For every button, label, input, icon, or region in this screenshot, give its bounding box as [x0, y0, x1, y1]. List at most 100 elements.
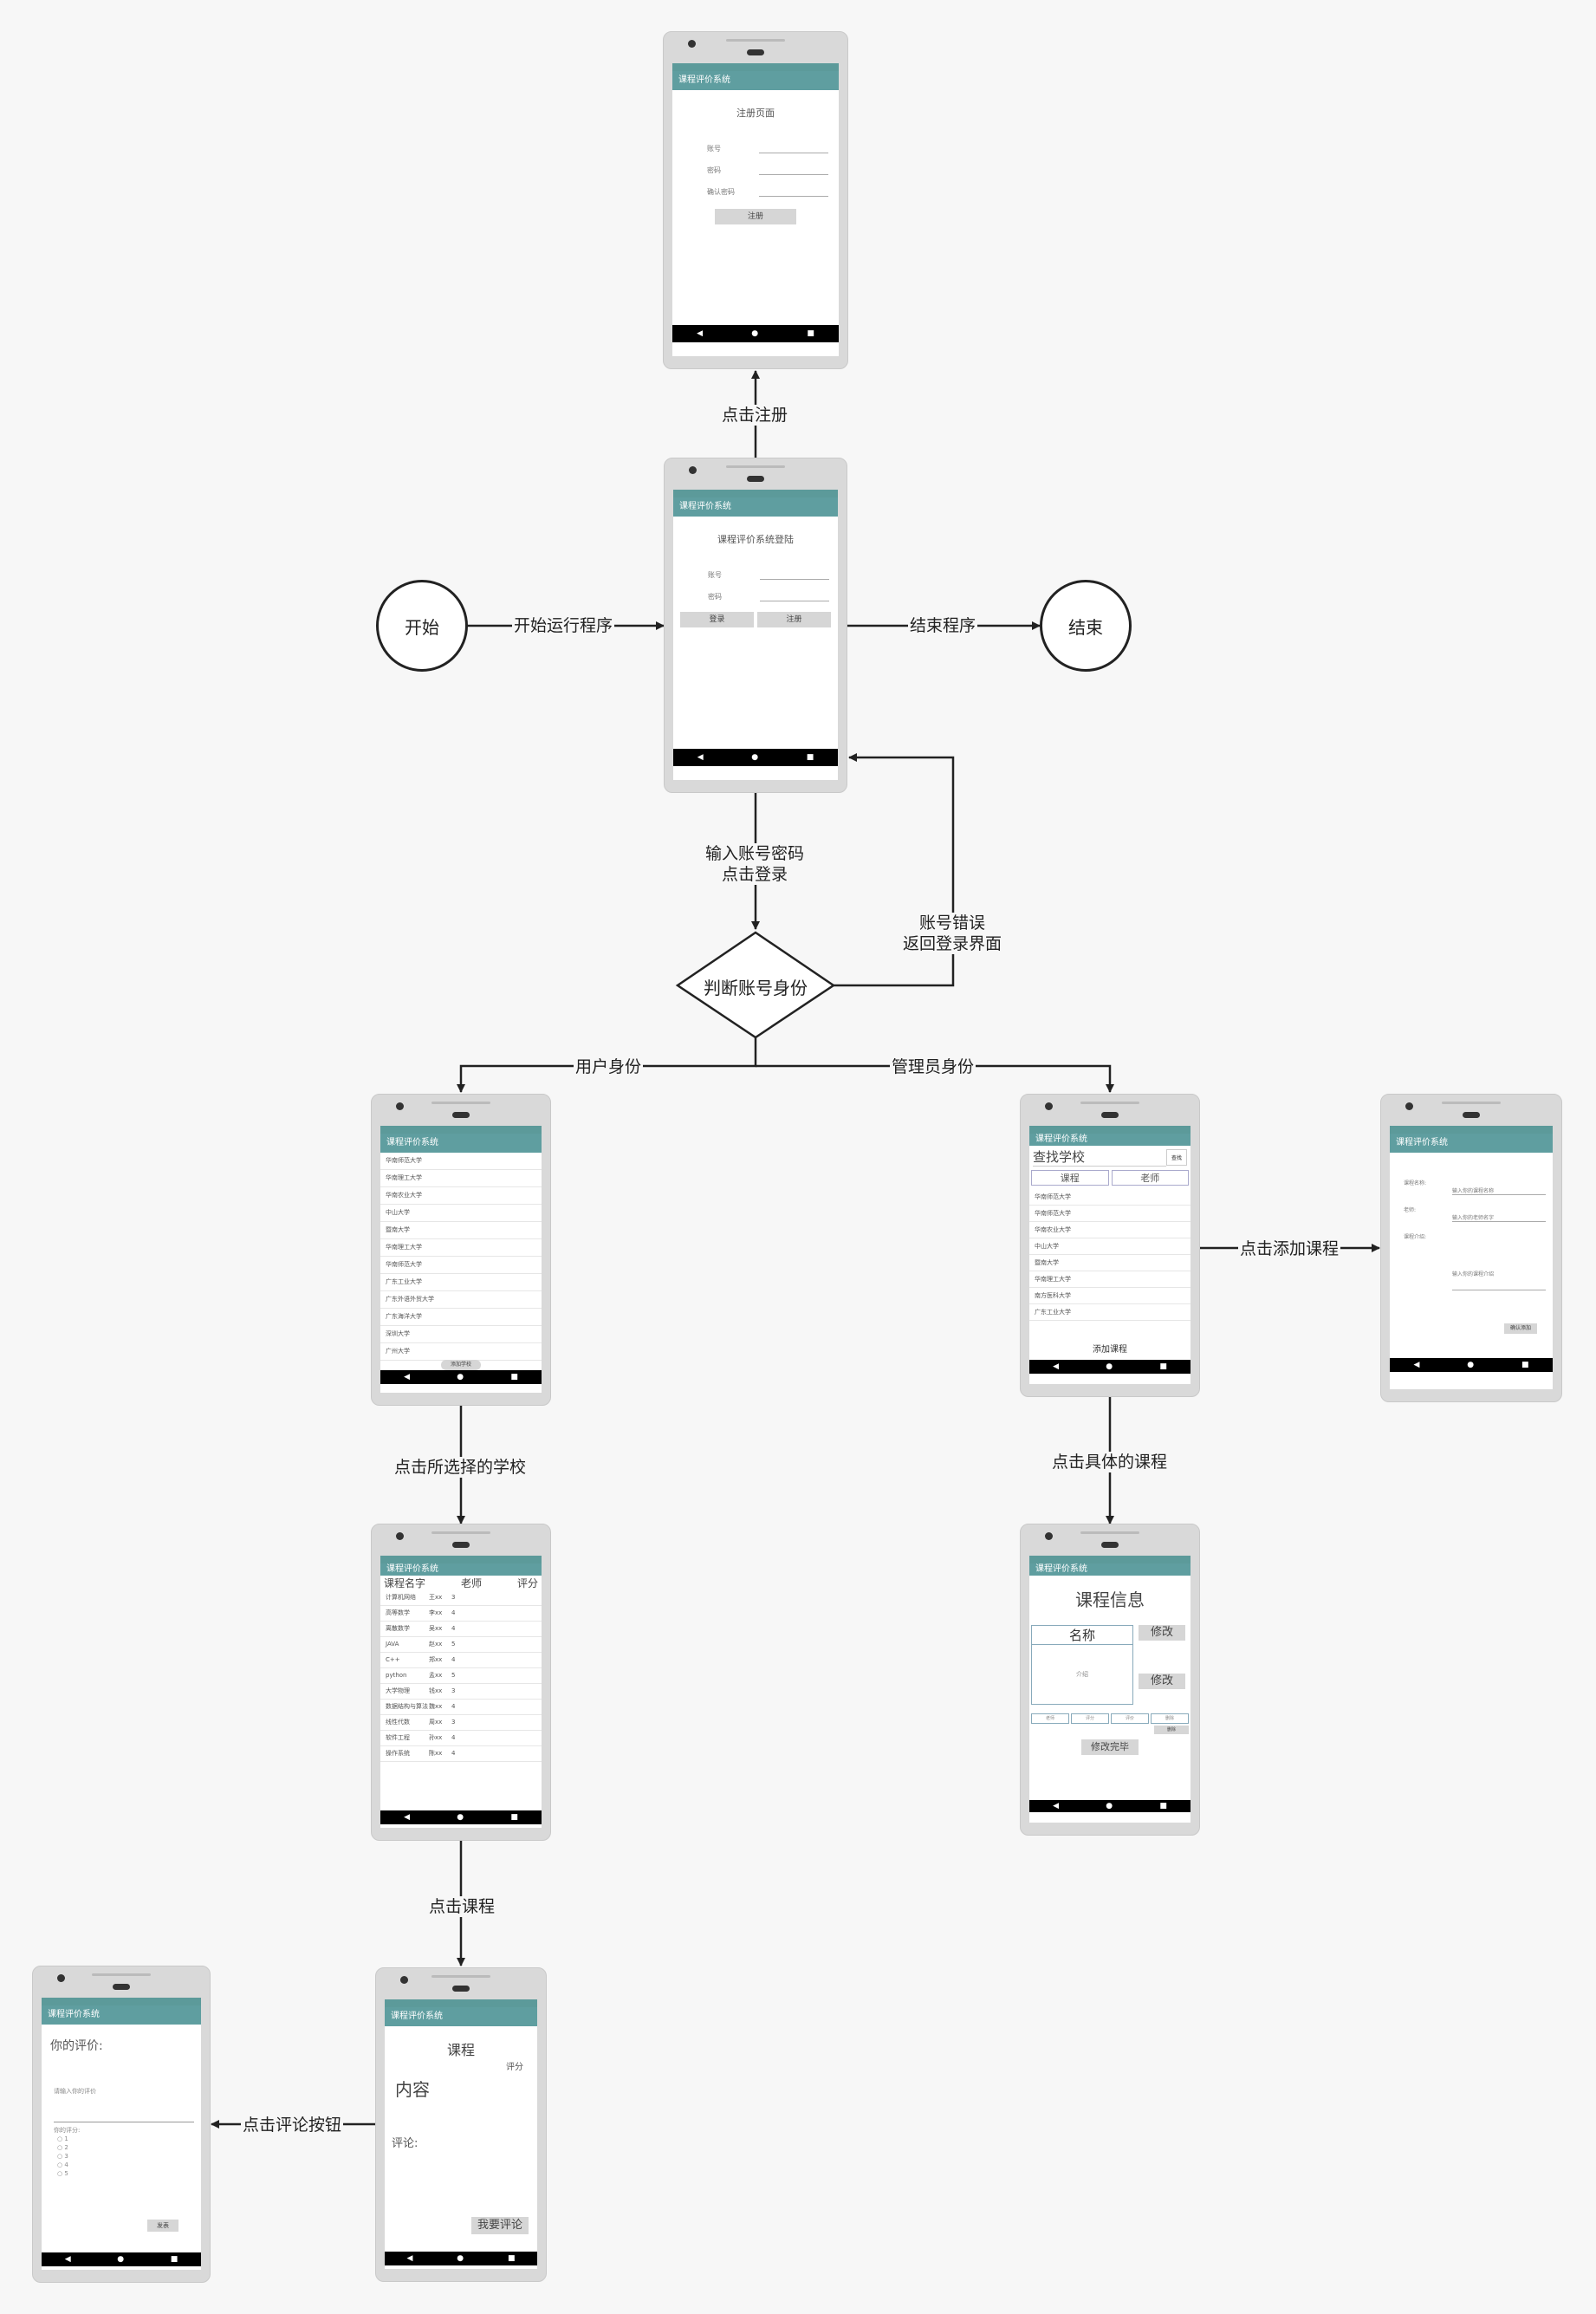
password-field[interactable]: 密码 — [707, 166, 839, 175]
password-field[interactable]: 密码 — [708, 592, 838, 601]
search-button[interactable]: 查找 — [1165, 1148, 1187, 1166]
edit-name-button[interactable]: 修改 — [1139, 1625, 1185, 1641]
score-option[interactable]: ○ 2 — [57, 2143, 201, 2152]
score-option[interactable]: ○ 1 — [57, 2135, 201, 2143]
register-button[interactable]: 注册 — [757, 612, 831, 627]
school-list-item[interactable]: 华南师范大学 — [380, 1257, 542, 1274]
home-icon[interactable]: ● — [1467, 1361, 1475, 1369]
recent-apps-icon[interactable]: ■ — [170, 2255, 178, 2264]
course-info-tab[interactable]: 老师 — [1031, 1713, 1069, 1724]
tab-teacher[interactable]: 老师 — [1111, 1170, 1189, 1186]
review-input[interactable]: 请输入你的评价 — [54, 2087, 194, 2122]
account-field[interactable]: 账号 — [708, 570, 838, 580]
school-list-item[interactable]: 广东外语外贸大学 — [380, 1291, 542, 1309]
course-name-input[interactable]: 输入你的课程名称 — [1452, 1186, 1546, 1195]
school-list-item[interactable]: 华南农业大学 — [380, 1187, 542, 1205]
admin-list-item[interactable]: 华南农业大学 — [1029, 1222, 1191, 1238]
radio-icon[interactable]: ○ — [57, 2153, 65, 2160]
course-info-tab[interactable]: 删除 — [1151, 1713, 1189, 1724]
back-icon[interactable]: ◀ — [1053, 1802, 1060, 1810]
back-icon[interactable]: ◀ — [64, 2255, 71, 2264]
back-icon[interactable]: ◀ — [1413, 1361, 1420, 1369]
school-list-item[interactable]: 广州大学 — [380, 1343, 542, 1361]
back-icon[interactable]: ◀ — [404, 1813, 411, 1822]
recent-apps-icon[interactable]: ■ — [510, 1373, 518, 1381]
confirm-password-field[interactable]: 确认密码 — [707, 187, 839, 197]
admin-list-item[interactable]: 广东工业大学 — [1029, 1304, 1191, 1321]
recent-apps-icon[interactable]: ■ — [510, 1813, 518, 1822]
score-option[interactable]: ○ 3 — [57, 2152, 201, 2161]
admin-list-item[interactable]: 华南师范大学 — [1029, 1189, 1191, 1206]
recent-apps-icon[interactable]: ■ — [1521, 1361, 1529, 1369]
score-option[interactable]: ○ 4 — [57, 2161, 201, 2169]
score-option[interactable]: ○ 5 — [57, 2169, 201, 2178]
delete-button[interactable]: 删除 — [1154, 1726, 1189, 1734]
school-list-item[interactable]: 中山大学 — [380, 1205, 542, 1222]
school-list-item[interactable]: 华南理工大学 — [380, 1239, 542, 1257]
home-icon[interactable]: ● — [751, 329, 759, 338]
radio-icon[interactable]: ○ — [57, 2135, 65, 2142]
home-icon[interactable]: ● — [117, 2255, 125, 2264]
radio-icon[interactable]: ○ — [57, 2144, 65, 2151]
recent-apps-icon[interactable]: ■ — [1159, 1802, 1167, 1810]
edit-done-button[interactable]: 修改完毕 — [1081, 1739, 1139, 1755]
account-input[interactable] — [759, 144, 828, 153]
password-input[interactable] — [760, 592, 829, 601]
back-icon[interactable]: ◀ — [404, 1373, 411, 1381]
recent-apps-icon[interactable]: ■ — [806, 753, 814, 762]
back-icon[interactable]: ◀ — [697, 329, 704, 338]
login-button[interactable]: 登录 — [680, 612, 754, 627]
home-icon[interactable]: ● — [751, 753, 759, 762]
register-button[interactable]: 注册 — [715, 209, 796, 224]
school-list-item[interactable]: 广东工业大学 — [380, 1274, 542, 1291]
home-icon[interactable]: ● — [457, 1813, 464, 1822]
admin-list-item[interactable]: 南方医科大学 — [1029, 1288, 1191, 1304]
submit-review-button[interactable]: 发表 — [147, 2220, 178, 2232]
teacher-input[interactable]: 输入你的老师名字 — [1452, 1213, 1546, 1222]
add-school-button[interactable]: 添加学校 — [441, 1360, 481, 1370]
course-intro-input[interactable]: 输入你的课程介绍 — [1452, 1270, 1546, 1290]
confirm-add-button[interactable]: 确认添加 — [1504, 1323, 1537, 1334]
admin-list-item[interactable]: 华南师范大学 — [1029, 1206, 1191, 1222]
home-icon[interactable]: ● — [1106, 1362, 1113, 1371]
add-course-button[interactable]: 添加课程 — [1093, 1345, 1127, 1355]
back-icon[interactable]: ◀ — [1053, 1362, 1060, 1371]
account-field[interactable]: 账号 — [707, 144, 839, 153]
course-name-field[interactable]: 课程名称: 输入你的课程名称 — [1404, 1179, 1546, 1195]
back-icon[interactable]: ◀ — [697, 753, 704, 762]
recent-apps-icon[interactable]: ■ — [1159, 1362, 1167, 1371]
radio-icon[interactable]: ○ — [57, 2161, 65, 2168]
school-list-item[interactable]: 华南师范大学 — [380, 1153, 542, 1170]
account-input[interactable] — [760, 570, 829, 580]
back-icon[interactable]: ◀ — [406, 2254, 413, 2263]
radio-icon[interactable]: ○ — [57, 2170, 65, 2177]
search-school-input[interactable]: 查找学校 — [1033, 1147, 1166, 1167]
home-icon[interactable]: ● — [457, 1373, 464, 1381]
write-comment-button[interactable]: 我要评论 — [471, 2217, 529, 2234]
school-list-item[interactable]: 暨南大学 — [380, 1222, 542, 1239]
password-input[interactable] — [759, 166, 828, 175]
school-list-item[interactable]: 深圳大学 — [380, 1326, 542, 1343]
teacher-field[interactable]: 老师: 输入你的老师名字 — [1404, 1206, 1546, 1222]
edit-intro-button[interactable]: 修改 — [1139, 1674, 1185, 1689]
home-icon[interactable]: ● — [457, 2254, 464, 2263]
school-list-item[interactable]: 华南理工大学 — [380, 1170, 542, 1187]
school-list-item[interactable]: 广东海洋大学 — [380, 1309, 542, 1326]
recent-apps-icon[interactable]: ■ — [508, 2254, 516, 2263]
recent-apps-icon[interactable]: ■ — [807, 329, 814, 338]
admin-list-item[interactable]: 暨南大学 — [1029, 1255, 1191, 1271]
course-info-tab[interactable]: 评分 — [1071, 1713, 1109, 1724]
course-intro-field[interactable]: 课程介绍: 输入你的课程介绍 — [1404, 1232, 1546, 1290]
course-info-tab[interactable]: 评价 — [1111, 1713, 1149, 1724]
admin-list-item[interactable]: 华南理工大学 — [1029, 1271, 1191, 1288]
